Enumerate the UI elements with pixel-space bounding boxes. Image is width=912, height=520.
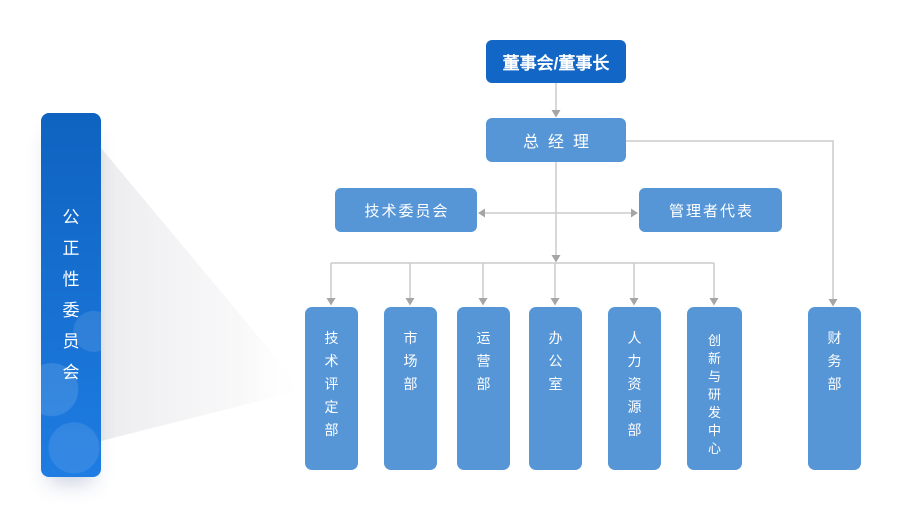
spotlight-beam — [101, 148, 303, 441]
management-representative-label: 管理者代表 — [668, 202, 754, 220]
node-management-representative: 管理者代表 — [639, 188, 782, 232]
dept-office-label: 办公室 — [548, 330, 563, 392]
dept-finance: 财务部 — [808, 307, 861, 470]
technical-committee-label: 技术委员会 — [364, 202, 450, 220]
general-manager-label: 总经理 — [522, 134, 598, 151]
dept-tech-evaluation: 技术评定部 — [305, 307, 358, 470]
dept-operations: 运营部 — [457, 307, 510, 470]
board-label: 董事会/董事长 — [502, 54, 610, 73]
dept-human-resources-label: 人力资源部 — [627, 330, 642, 438]
dept-marketing: 市场部 — [384, 307, 437, 470]
connector-lines — [330, 83, 834, 299]
node-board-of-directors: 董事会/董事长 — [486, 40, 626, 83]
node-technical-committee: 技术委员会 — [335, 188, 477, 232]
dept-innovation-rd-label: 创新与研发中心 — [708, 333, 722, 456]
node-general-manager: 总经理 — [486, 118, 626, 162]
dept-innovation-rd: 创新与研发中心 — [687, 307, 742, 470]
connector-arrowheads — [326, 110, 838, 307]
dept-office: 办公室 — [529, 307, 582, 470]
dept-human-resources: 人力资源部 — [608, 307, 661, 470]
dept-finance-label: 财务部 — [827, 330, 842, 392]
dept-marketing-label: 市场部 — [403, 330, 418, 392]
impartiality-committee-banner: 公正性委员会 — [41, 113, 101, 477]
dept-tech-evaluation-label: 技术评定部 — [324, 330, 339, 438]
impartiality-committee-label: 公正性委员会 — [62, 208, 80, 382]
dept-operations-label: 运营部 — [476, 330, 491, 392]
